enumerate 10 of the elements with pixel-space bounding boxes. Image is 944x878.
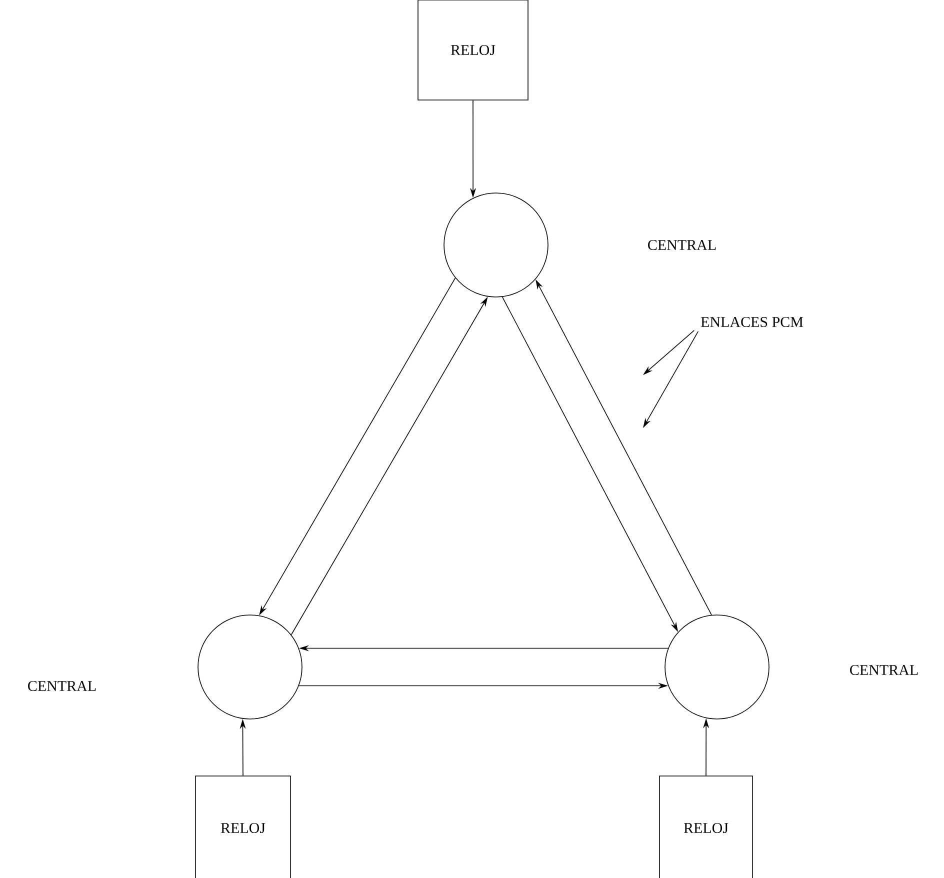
exchange-label: CENTRAL bbox=[850, 664, 918, 676]
leader-label: ENLACES PCM bbox=[700, 316, 804, 328]
exchange-circle bbox=[198, 614, 302, 720]
exchange-label: CENTRAL bbox=[648, 240, 716, 250]
exchange-circle bbox=[444, 192, 548, 298]
exchange-label: CENTRAL bbox=[28, 680, 96, 692]
clock-box: RELOJ bbox=[195, 776, 291, 878]
clock-box: RELOJ bbox=[418, 0, 528, 100]
exchange-circle bbox=[664, 614, 770, 720]
clock-box: RELOJ bbox=[659, 776, 753, 878]
